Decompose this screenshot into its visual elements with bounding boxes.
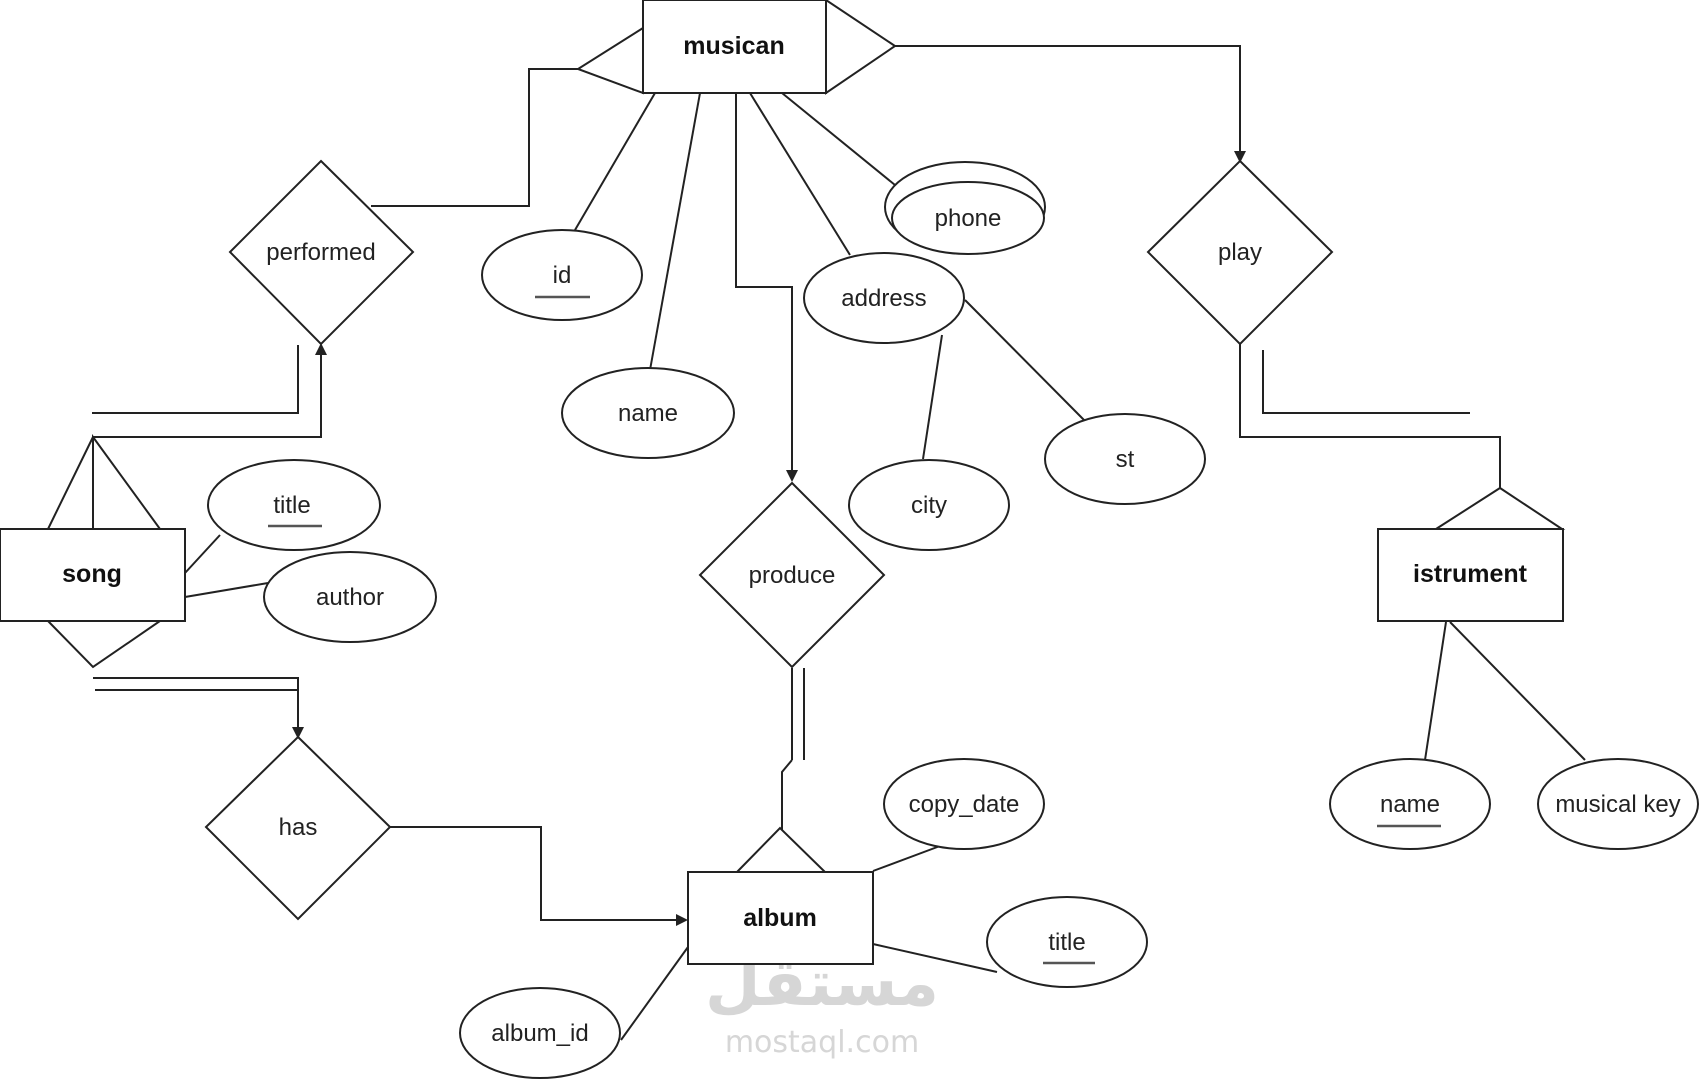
line-musican-produce: [735, 93, 798, 482]
line-song-author: [184, 582, 269, 598]
attribute-song-author[interactable]: author: [263, 551, 437, 643]
has-diamond: [204, 735, 392, 921]
istrument-box: [1377, 528, 1564, 622]
entity-musican-label: musican: [683, 32, 784, 60]
song-box: [0, 528, 186, 622]
istrument-top-wedge: [1432, 486, 1566, 530]
attribute-album-copy-date[interactable]: copy_date: [883, 758, 1045, 850]
entity-album[interactable]: album: [687, 826, 874, 965]
attr-istrument-name-label: name: [1380, 791, 1440, 818]
line-song-has: [93, 677, 304, 739]
attr-address-ellipse: [803, 252, 965, 344]
song-top-right: [92, 433, 162, 530]
line-musican-address: [749, 92, 851, 256]
line-album-title: [872, 943, 998, 973]
attr-city-label: city: [911, 492, 947, 519]
attribute-song-title[interactable]: title: [207, 459, 381, 551]
relationship-produce[interactable]: produce: [698, 481, 886, 669]
musican-right-wedge: [825, 0, 897, 95]
line-has-album: [390, 826, 688, 926]
relationship-play[interactable]: play: [1146, 159, 1334, 346]
relationship-has[interactable]: has: [204, 735, 392, 921]
attr-st-label: st: [1116, 446, 1135, 473]
line-musican-play: [895, 45, 1246, 163]
attr-address-label: address: [841, 285, 926, 312]
entity-istrument-label: istrument: [1413, 560, 1528, 588]
attribute-istrument-name[interactable]: name: [1329, 758, 1491, 850]
watermark-latin: mostaql.com: [725, 1025, 919, 1060]
produce-diamond: [698, 481, 886, 669]
relationship-performed-label: performed: [266, 239, 375, 266]
line-album-id: [620, 946, 689, 1041]
relationship-has-label: has: [279, 814, 318, 841]
line-address-city: [922, 334, 943, 460]
entity-song-label: song: [62, 560, 122, 588]
attr-name-label: name: [618, 400, 678, 427]
relationship-produce-label: produce: [749, 562, 836, 589]
attr-album-id-label: album_id: [491, 1020, 588, 1047]
attribute-album-id[interactable]: album_id: [459, 987, 621, 1079]
relationship-performed[interactable]: performed: [228, 159, 415, 346]
line-song-title: [184, 534, 221, 574]
line-play-istrument-b: [1239, 344, 1506, 523]
attr-song-title-label: title: [273, 492, 310, 519]
line-song-performed-b: [93, 343, 327, 438]
attribute-musican-name[interactable]: name: [561, 367, 735, 459]
album-top-wedge: [734, 826, 828, 873]
attr-musical-key-label: musical key: [1555, 791, 1680, 818]
entity-musican[interactable]: musican: [575, 0, 897, 95]
attr-city-ellipse: [848, 459, 1010, 551]
attr-author-label: author: [316, 584, 384, 611]
line-musican-phone: [781, 92, 896, 186]
attr-phone-label: phone: [935, 205, 1002, 232]
attr-copy-date-label: copy_date: [909, 791, 1020, 818]
line-musican-name: [649, 92, 701, 371]
attr-phone-inner: [891, 181, 1045, 255]
entity-istrument[interactable]: istrument: [1377, 486, 1566, 622]
attr-album-title-ellipse: [986, 896, 1148, 988]
relationship-play-label: play: [1218, 239, 1262, 266]
line-song-performed-a: [92, 345, 299, 414]
attr-musical-key-ellipse: [1537, 758, 1699, 850]
attribute-istrument-musical-key[interactable]: musical key: [1537, 758, 1699, 850]
attribute-musican-phone[interactable]: phone: [884, 161, 1046, 255]
line-performed-musican: [371, 63, 645, 207]
attr-id-label: id: [553, 262, 572, 289]
attr-name-ellipse: [561, 367, 735, 459]
attr-id-ellipse: [481, 229, 643, 321]
musican-box: [642, 0, 827, 94]
attr-song-title-ellipse: [207, 459, 381, 551]
performed-diamond: [228, 159, 415, 346]
line-musican-id: [574, 92, 656, 231]
attribute-address-st[interactable]: st: [1044, 413, 1206, 505]
line-istrument-key: [1449, 621, 1586, 761]
attribute-musican-address[interactable]: address: [803, 252, 965, 344]
attribute-musican-id[interactable]: id: [481, 229, 643, 321]
attr-author-ellipse: [263, 551, 437, 643]
album-box: [687, 871, 874, 965]
song-top-left: [46, 436, 94, 530]
song-bottom: [45, 620, 164, 669]
line-album-copy-date: [872, 845, 941, 872]
musican-left-wedge: [575, 26, 644, 95]
attr-album-title-label: title: [1048, 929, 1085, 956]
line-istrument-name: [1424, 621, 1447, 761]
attr-copy-date-ellipse: [883, 758, 1045, 850]
attr-st-ellipse: [1044, 413, 1206, 505]
entity-album-label: album: [743, 904, 817, 932]
play-diamond: [1146, 159, 1334, 346]
attribute-album-title[interactable]: title: [986, 896, 1148, 988]
line-play-istrument-a: [1262, 350, 1470, 414]
line-address-st: [964, 299, 1086, 422]
attribute-address-city[interactable]: city: [848, 459, 1010, 551]
attr-istrument-name-ellipse: [1329, 758, 1491, 850]
entity-song[interactable]: song: [0, 433, 186, 669]
attr-album-id-ellipse: [459, 987, 621, 1079]
